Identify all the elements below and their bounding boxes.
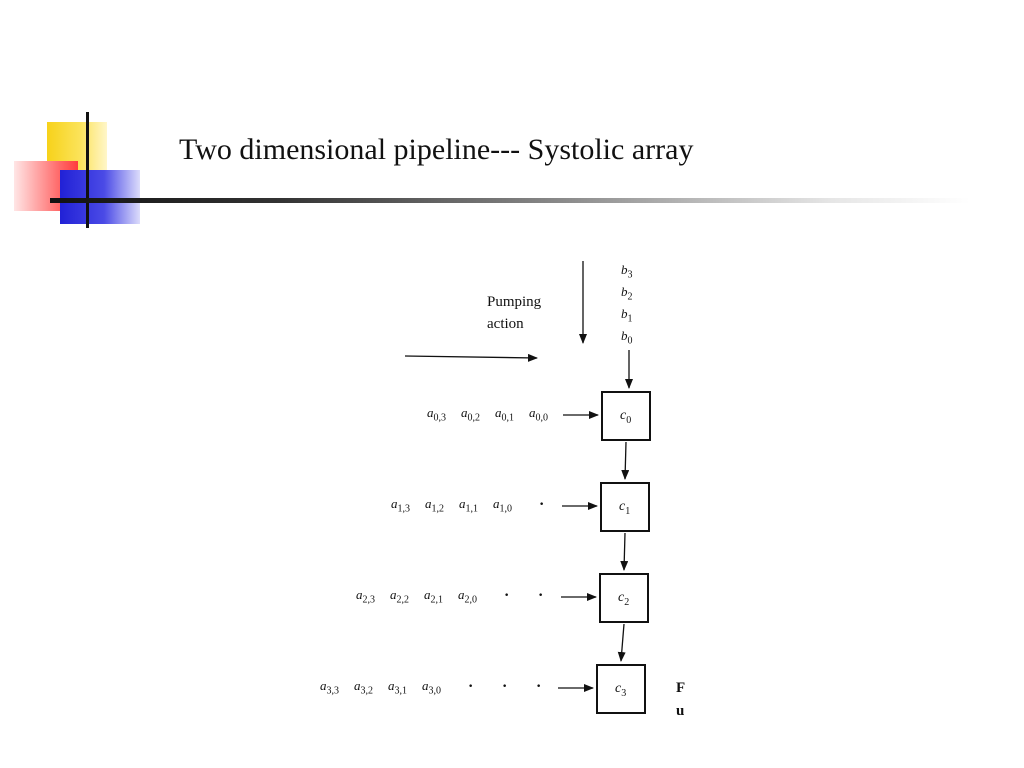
a-term-3-0: a3,0 — [422, 678, 441, 697]
a-term-0-0: a0,0 — [529, 405, 548, 424]
a-term-1-3: a1,3 — [391, 496, 410, 515]
b-input-1: b1 — [621, 306, 633, 325]
cell-label-1: c1 — [619, 499, 631, 517]
delay-dot: · — [536, 678, 542, 695]
logo-blue-square — [60, 170, 140, 224]
b-input-0: b0 — [621, 328, 633, 347]
a-term-2-2: a2,2 — [390, 587, 409, 606]
pumping-label-line-1: Pumping — [487, 294, 542, 310]
cutoff-caption-1: F — [676, 680, 686, 696]
a-term-1-0: a1,0 — [493, 496, 512, 515]
a-term-3-2: a3,2 — [354, 678, 373, 697]
cell-label-3: c3 — [615, 681, 627, 699]
delay-dot: · — [504, 587, 510, 604]
a-term-0-3: a0,3 — [427, 405, 446, 424]
a-term-1-1: a1,1 — [459, 496, 478, 515]
delay-dot: · — [502, 678, 508, 695]
processing-cell-3 — [596, 664, 646, 714]
a-term-0-2: a0,2 — [461, 405, 480, 424]
a-term-2-3: a2,3 — [356, 587, 375, 606]
a-term-2-1: a2,1 — [424, 587, 443, 606]
a-term-2-0: a2,0 — [458, 587, 477, 606]
a-term-1-2: a1,2 — [425, 496, 444, 515]
b-input-3: b3 — [621, 262, 633, 281]
delay-dot: · — [468, 678, 474, 695]
a-term-3-1: a3,1 — [388, 678, 407, 697]
a-term-3-3: a3,3 — [320, 678, 339, 697]
title-underline-rule — [50, 198, 970, 203]
cutoff-caption-2: u — [676, 703, 685, 719]
delay-dot: · — [539, 496, 545, 513]
cell-label-2: c2 — [618, 590, 630, 608]
c1-to-c2-arrow — [620, 532, 629, 571]
logo-vertical-line — [86, 112, 89, 228]
delay-dot: · — [538, 587, 544, 604]
pumping-horizontal-arrow — [404, 353, 538, 362]
a-term-0-1: a0,1 — [495, 405, 514, 424]
c0-to-c1-arrow — [621, 441, 630, 480]
pumping-label-line-2: action — [487, 316, 524, 332]
slide-title: Two dimensional pipeline--- Systolic arr… — [179, 133, 694, 166]
processing-cell-1 — [600, 482, 650, 532]
c2-to-c3-arrow — [617, 623, 626, 662]
processing-cell-2 — [599, 573, 649, 623]
cell-label-0: c0 — [620, 408, 632, 426]
b-input-2: b2 — [621, 284, 633, 303]
slide-logo-decoration — [0, 0, 160, 240]
processing-cell-0 — [601, 391, 651, 441]
